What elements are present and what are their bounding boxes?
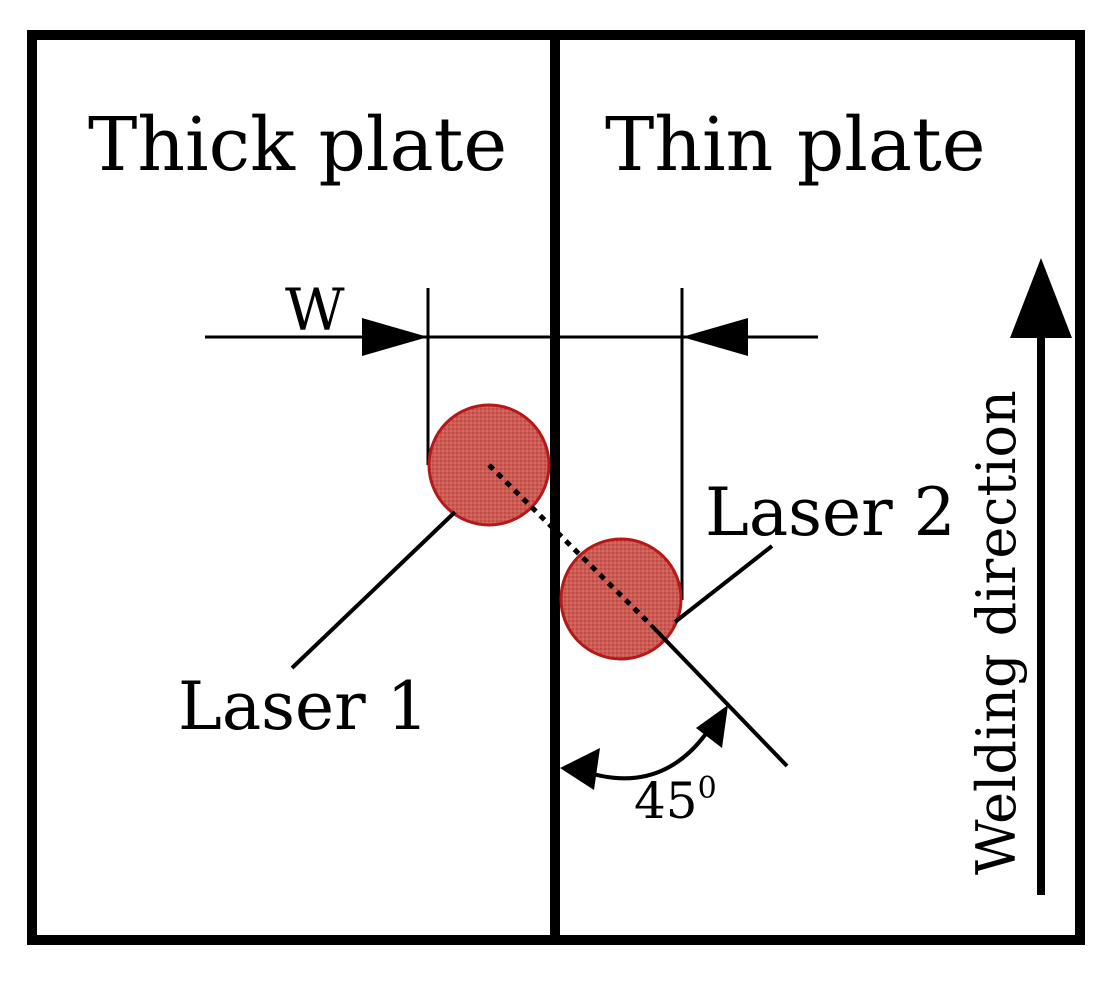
angle-value: 45 [634, 772, 698, 830]
angle-arrow-right [696, 705, 728, 748]
thick-plate-label: Thick plate [88, 102, 507, 188]
angle-unit: 0 [698, 771, 717, 806]
laser-centre-dotted-line [487, 463, 653, 627]
welding-direction-label: Welding direction [965, 390, 1028, 875]
laser1-label: Laser 1 [178, 668, 429, 745]
angle-reference-line [649, 623, 789, 768]
angle-label: 450 [634, 771, 717, 830]
width-arrow-right [682, 318, 748, 356]
width-arrow-left [362, 318, 428, 356]
laser2-leader [673, 544, 774, 624]
thin-plate-label: Thin plate [605, 102, 986, 188]
laser2-spot [559, 537, 683, 661]
welding-direction-arrowhead [1010, 258, 1072, 338]
angle-arc [579, 720, 716, 781]
laser1-leader [290, 510, 457, 670]
laser2-label: Laser 2 [705, 474, 956, 551]
width-label: W [285, 276, 345, 344]
angle-arrow-left [560, 748, 600, 790]
